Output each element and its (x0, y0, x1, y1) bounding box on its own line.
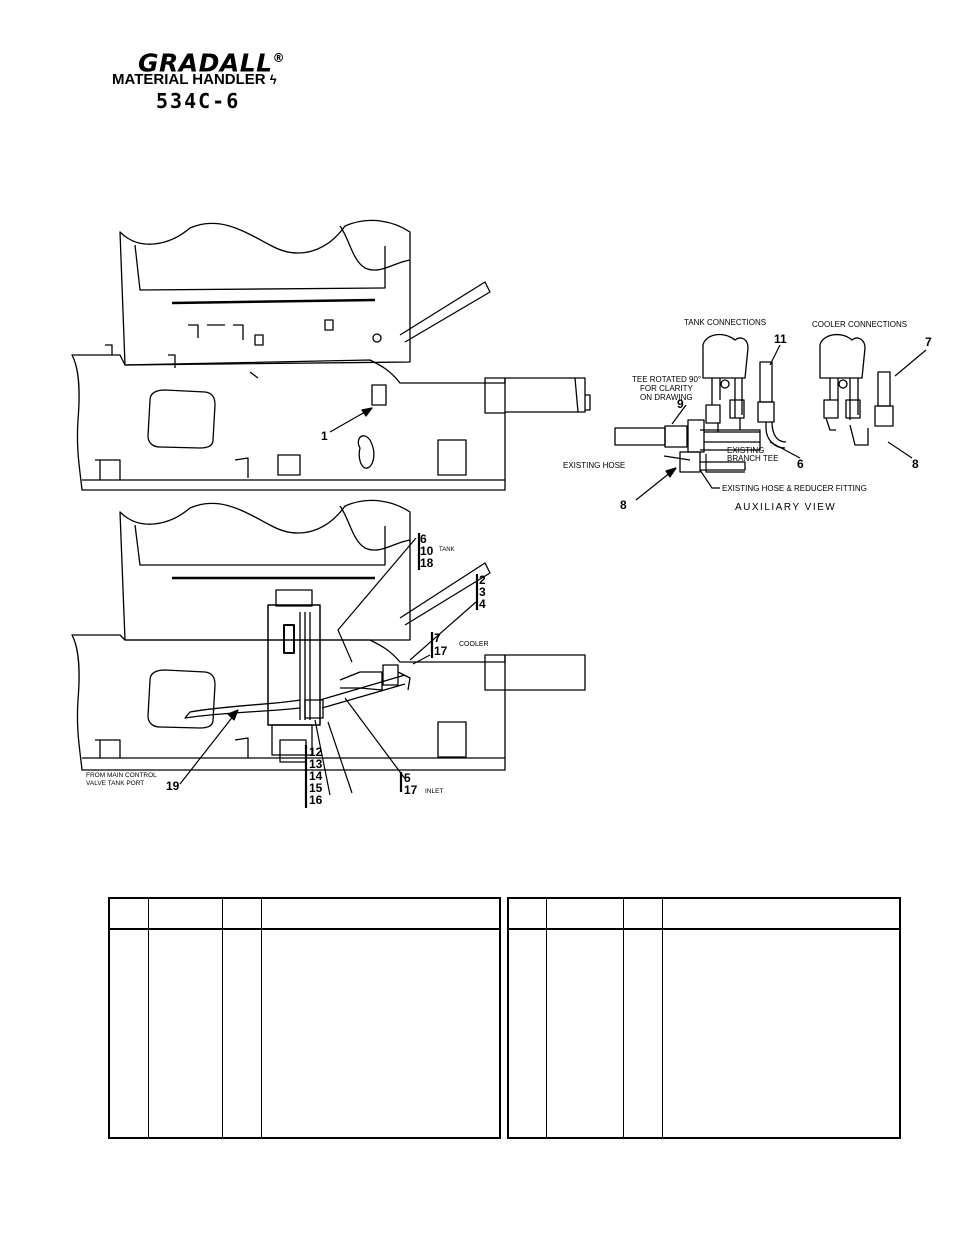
model-number: 534C-6 (156, 89, 241, 113)
existing-hose-label: EXISTING HOSE (563, 461, 625, 470)
callout-8-right: 8 (912, 457, 919, 471)
table-cell (261, 929, 501, 1138)
table-cell (222, 929, 262, 1138)
top-frame-drawing (71, 219, 591, 491)
tee-note-line1: TEE ROTATED 90° (632, 375, 701, 384)
parts-table-left (108, 897, 501, 1139)
table-header-row (507, 898, 901, 930)
callout-17-inlet: 17 (404, 783, 418, 797)
table-row (507, 929, 901, 1138)
callout-10-tank: 10 (420, 544, 434, 558)
table-header-cell (148, 898, 223, 930)
table-header-cell (507, 898, 547, 930)
table-header-cell (261, 898, 501, 930)
callout-7: 7 (925, 335, 932, 349)
tee-note-line3: ON DRAWING (640, 393, 693, 402)
table-header-row (108, 898, 501, 930)
table-header-cell (108, 898, 149, 930)
callout-14: 14 (309, 769, 323, 783)
brand-logo: GRADALL® (138, 48, 286, 78)
callout-1: 1 (321, 429, 328, 443)
parts-drawing: 1 TANK CONNECTIONS COOLER CONNECTIONS TE… (71, 219, 932, 808)
table-header-cell (623, 898, 663, 930)
table-cell (507, 929, 547, 1138)
cooler-label: COOLER (459, 641, 489, 648)
existing-branch-tee-line1: EXISTING (727, 446, 764, 455)
callout-5-inlet: 5 (404, 771, 411, 785)
callout-4: 4 (479, 597, 486, 611)
callout-17-cooler: 17 (434, 644, 448, 658)
callout-8-left: 8 (620, 498, 627, 512)
existing-hose-reducer-label: EXISTING HOSE & REDUCER FITTING (722, 484, 867, 493)
auxiliary-view-drawing (614, 333, 894, 473)
document-subtitle: MATERIAL HANDLER ϟ (112, 71, 277, 88)
callout-13: 13 (309, 757, 323, 771)
leader-lines (179, 344, 927, 796)
callout-15: 15 (309, 781, 323, 795)
callout-9: 9 (677, 397, 684, 411)
auxiliary-view-title: AUXILIARY VIEW (735, 502, 836, 513)
inlet-label: INLET (425, 788, 443, 795)
from-main-line1: FROM MAIN CONTROL (86, 772, 157, 779)
existing-branch-tee-line2: BRANCH TEE (727, 454, 778, 463)
table-row (108, 929, 501, 1138)
callout-2: 2 (479, 573, 486, 587)
callout-11: 11 (774, 332, 787, 346)
table-header-cell (662, 898, 901, 930)
tank-label: TANK (439, 547, 455, 553)
table-header-cell (222, 898, 262, 930)
table-cell (623, 929, 663, 1138)
callout-6-tank: 6 (420, 532, 427, 546)
table-cell (108, 929, 149, 1138)
parts-table-right (507, 897, 901, 1139)
callout-3: 3 (479, 585, 486, 599)
table-cell (662, 929, 901, 1138)
callout-12: 12 (309, 745, 323, 759)
table-header-cell (546, 898, 624, 930)
tank-connections-label: TANK CONNECTIONS (684, 318, 766, 327)
callout-6: 6 (797, 457, 804, 471)
callout-bars (304, 533, 479, 808)
cooler-connections-label: COOLER CONNECTIONS (812, 320, 907, 329)
callout-16: 16 (309, 793, 323, 807)
from-main-line2: VALVE TANK PORT (86, 780, 144, 787)
callout-19: 19 (166, 779, 180, 793)
table-cell (148, 929, 223, 1138)
callout-7-cooler: 7 (434, 631, 441, 645)
callout-18-tank: 18 (420, 556, 434, 570)
table-cell (546, 929, 624, 1138)
tee-note-line2: FOR CLARITY (640, 384, 694, 393)
bottom-frame-drawing (71, 499, 586, 771)
